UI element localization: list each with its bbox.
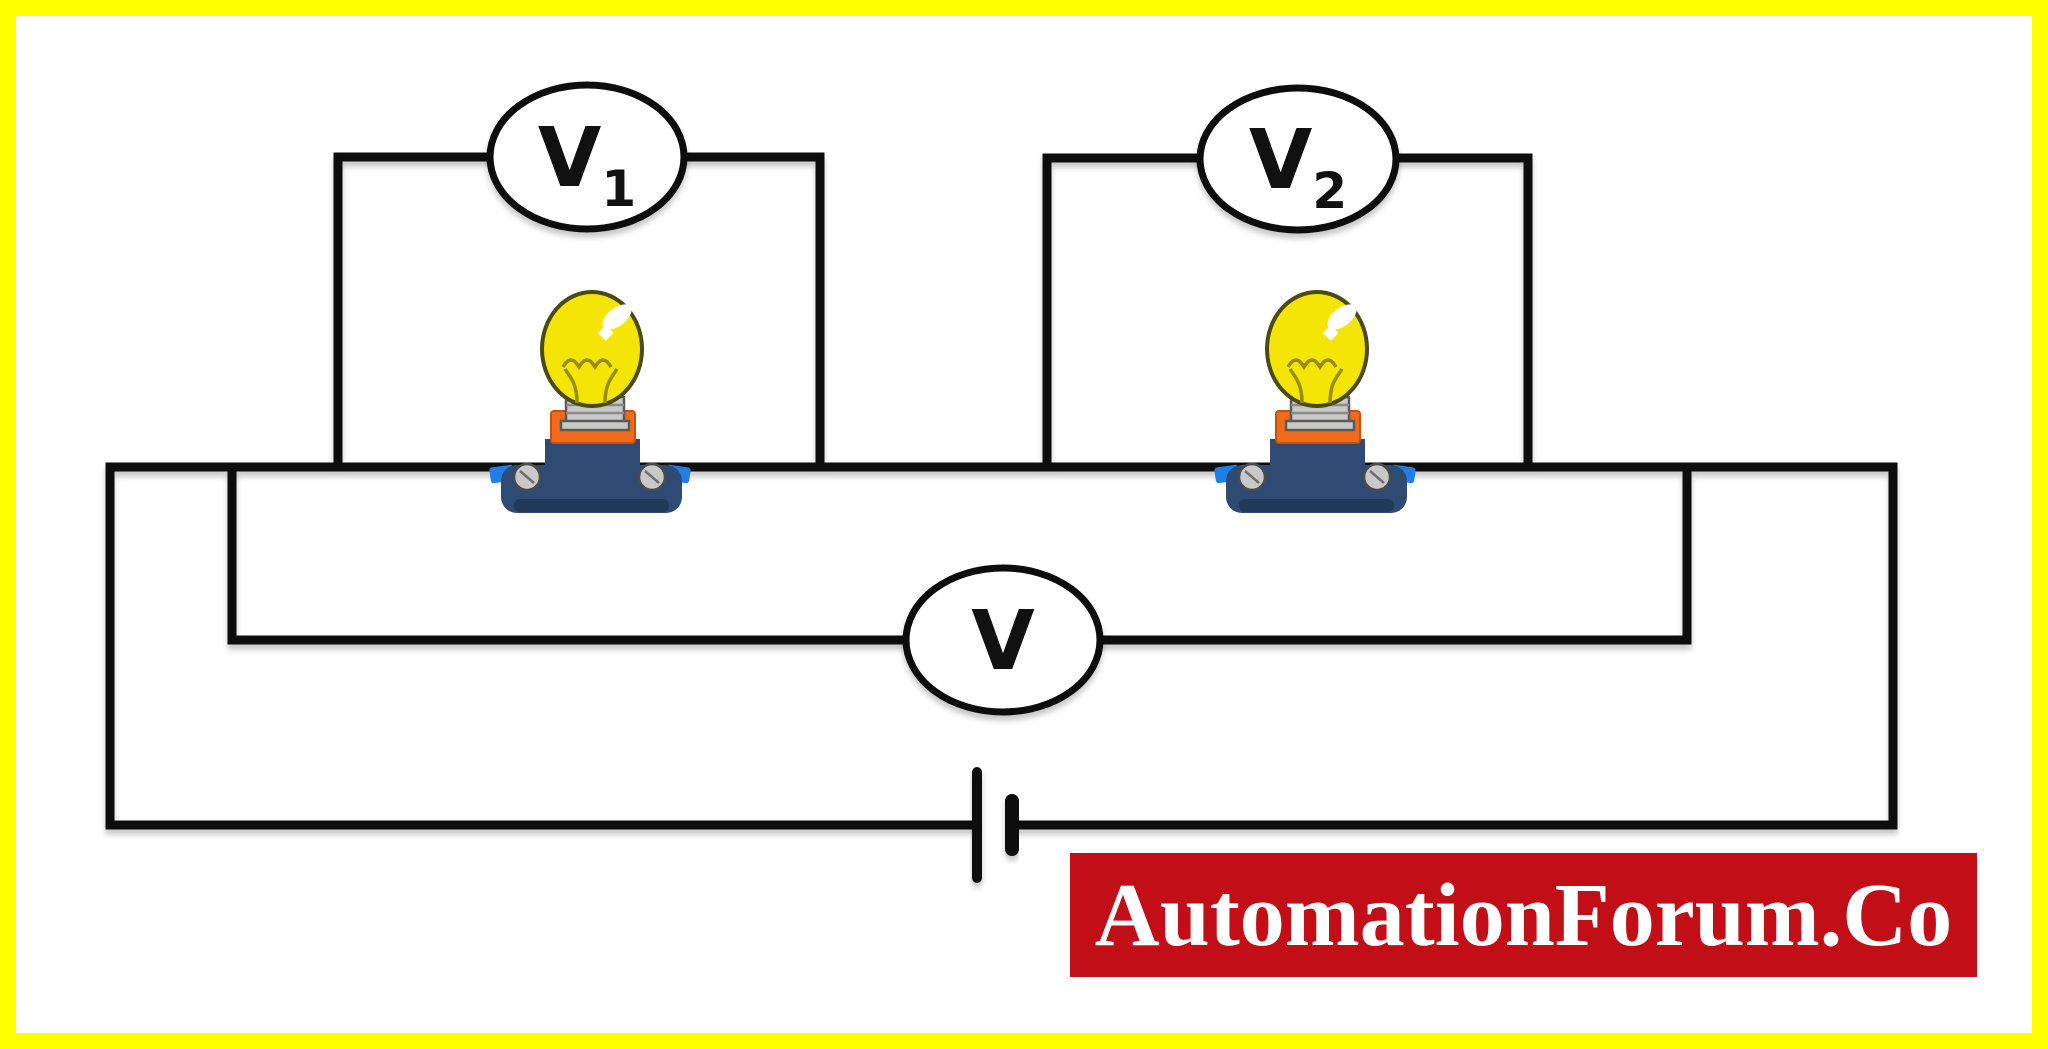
wire-battery-left (105, 462, 977, 830)
battery-icon (972, 767, 1019, 883)
voltmeter-v2: V2 (1196, 84, 1400, 234)
voltmeter-v-label: V (971, 594, 1035, 689)
watermark-text: AutomationForum.Co (1094, 865, 1953, 965)
light-bulb-icon-2 (1212, 290, 1418, 515)
watermark-banner: AutomationForum.Co (1070, 853, 1977, 977)
voltmeter-v1: V1 (486, 81, 688, 233)
voltmeter-v: V (902, 564, 1104, 716)
voltmeter-v2-label: V2 (1249, 113, 1347, 220)
voltmeter-v1-label: V1 (538, 111, 636, 218)
light-bulb-icon-1 (487, 290, 693, 515)
wire-battery-right (1011, 462, 1898, 830)
